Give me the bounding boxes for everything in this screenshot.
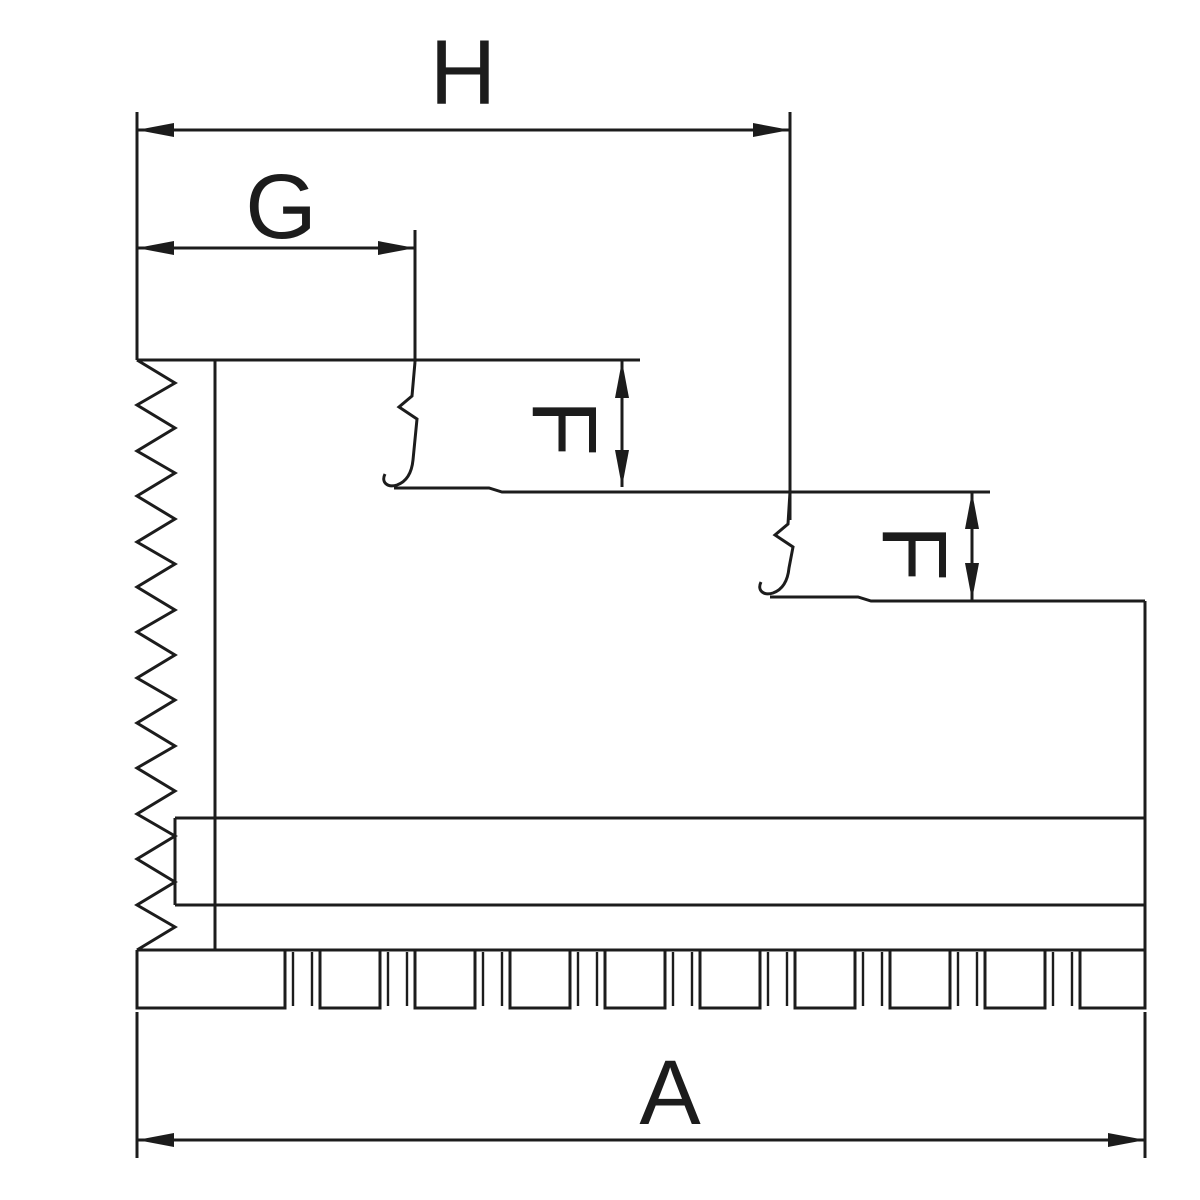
extension-lines [135, 112, 1147, 1158]
arrowhead-a-right [1108, 1133, 1145, 1147]
arrowhead-g-left [137, 241, 174, 255]
arrowhead-f-lower-top [965, 492, 979, 529]
arrowhead-h-left [137, 123, 174, 137]
dim-label-a: A [639, 1042, 701, 1144]
serration-flank-lines [291, 952, 1074, 1006]
serrated-back-face [134, 358, 178, 952]
dimension-f-upper: F [513, 361, 629, 487]
dimension-g: G [137, 156, 415, 258]
step-2-surface [394, 486, 990, 494]
dim-label-f-upper: F [513, 400, 615, 456]
dim-label-f-lower: F [863, 525, 965, 581]
dimension-h: H [137, 22, 790, 137]
dim-label-h: H [430, 22, 496, 124]
arrowhead-f-upper-top [615, 361, 629, 398]
step-face-1 [382, 361, 419, 488]
arrowhead-g-right [378, 241, 415, 255]
arrowhead-f-lower-bottom [965, 563, 979, 600]
arrowhead-f-upper-bottom [615, 450, 629, 487]
body-top-surface [770, 595, 1145, 603]
guide-slot [173, 816, 1145, 907]
dimension-a: A [137, 1042, 1145, 1147]
arrowhead-h-right [753, 123, 790, 137]
dimension-f-lower: F [863, 492, 979, 600]
part-outline [134, 358, 1147, 1010]
dim-label-g: G [245, 156, 317, 258]
bottom-serrations [135, 950, 1147, 1010]
step-face-2 [758, 491, 795, 596]
arrowhead-a-left [137, 1133, 174, 1147]
